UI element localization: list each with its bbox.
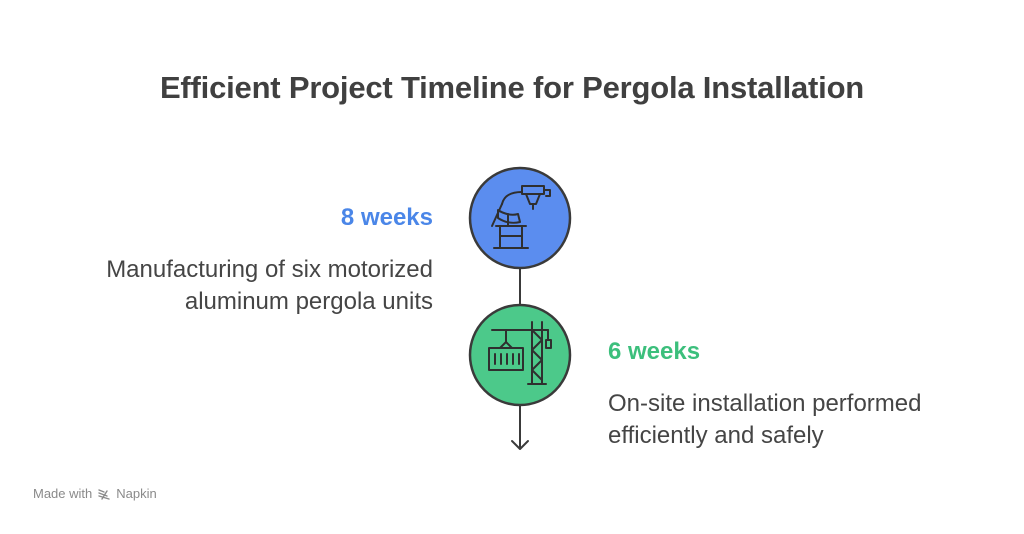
page-title: Efficient Project Timeline for Pergola I… [159, 70, 865, 105]
manufacturing-machine-icon [491, 185, 551, 249]
napkin-logo-icon [98, 488, 110, 500]
made-with-label: Made with [33, 486, 93, 501]
step2-node [468, 303, 572, 407]
napkin-brand-label: Napkin [116, 486, 157, 501]
made-with-footer[interactable]: Made with Napkin [33, 486, 157, 501]
step1-description: Manufacturing of six motorized aluminum … [106, 256, 433, 315]
arrow-down-icon [511, 440, 529, 450]
step2-description: On-site installation performed efficient… [608, 390, 922, 449]
step1-duration: 8 weeks [340, 204, 433, 231]
crane-icon [488, 321, 552, 385]
step2-duration: 6 weeks [608, 338, 701, 365]
step1-node [468, 166, 572, 270]
